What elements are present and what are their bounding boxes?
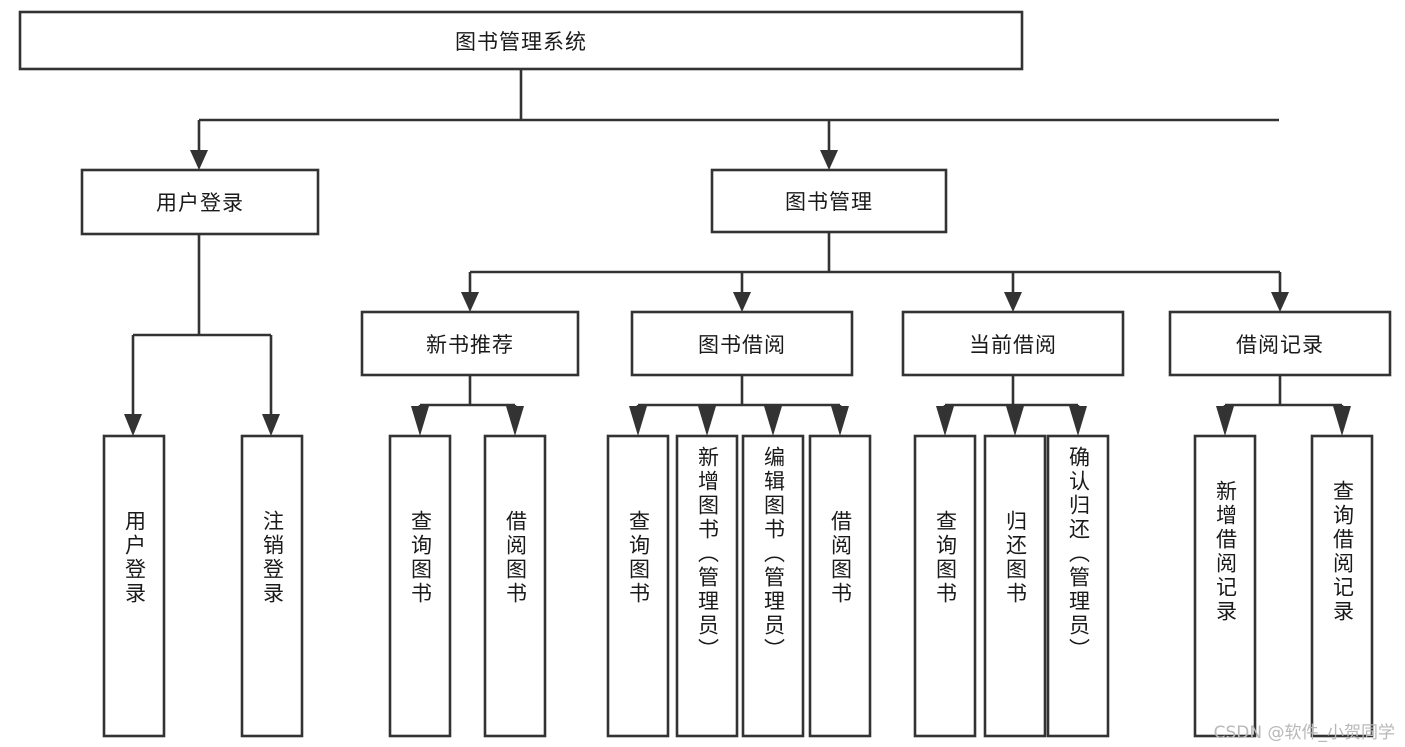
connector-root-to-level2 (197, 69, 1279, 152)
arrow-head-leaf-query-book-1 (411, 406, 429, 436)
arrow-head-to-user-login (190, 150, 208, 170)
arrow-head-to-current-borrow (1004, 292, 1022, 312)
node-box-leaf-add-book[interactable] (675, 434, 739, 738)
connector-borrow-record-to-leaves (1223, 375, 1344, 418)
arrow-head-leaf-confirm-return (1069, 406, 1087, 436)
connector-book-manage-to-level3 (468, 232, 1282, 294)
node-box-book-borrow[interactable] (630, 310, 854, 377)
arrow-head-to-borrow-record (1271, 292, 1289, 312)
node-box-leaf-query-book-1[interactable] (388, 434, 452, 738)
node-box-borrow-record[interactable] (1168, 310, 1392, 377)
arrow-head-leaf-logout-login (262, 414, 280, 436)
node-box-root[interactable] (18, 10, 1024, 71)
arrow-head-to-new-book-recommend (461, 292, 479, 312)
arrow-head-to-book-manage (820, 150, 838, 170)
node-box-leaf-user-login[interactable] (102, 434, 166, 738)
arrow-head-leaf-user-login (124, 414, 142, 436)
node-box-user-login[interactable] (80, 168, 320, 236)
node-box-leaf-query-record[interactable] (1310, 434, 1374, 738)
arrow-head-to-book-borrow (733, 292, 751, 312)
node-box-new-book-recommend[interactable] (360, 310, 580, 377)
arrow-head-leaf-return-book (1006, 406, 1024, 436)
node-box-leaf-query-book-2[interactable] (606, 434, 670, 738)
arrow-head-leaf-add-book (698, 406, 716, 436)
arrow-head-leaf-borrow-book-1 (506, 406, 524, 436)
connector-book-borrow-to-leaves (636, 375, 842, 418)
arrow-head-leaf-query-book-3 (936, 406, 954, 436)
node-box-leaf-borrow-book-2[interactable] (808, 434, 872, 738)
node-box-leaf-logout-login[interactable] (240, 434, 304, 738)
arrow-head-leaf-edit-book (764, 406, 782, 436)
node-box-leaf-confirm-return[interactable] (1046, 434, 1110, 738)
node-box-leaf-add-record[interactable] (1193, 434, 1257, 738)
arrow-head-leaf-add-record (1216, 406, 1234, 436)
node-box-leaf-return-book[interactable] (983, 434, 1047, 738)
node-box-leaf-borrow-book-1[interactable] (483, 434, 547, 738)
arrow-head-leaf-query-book-2 (629, 406, 647, 436)
node-box-current-borrow[interactable] (901, 310, 1125, 377)
node-box-book-manage[interactable] (710, 168, 948, 234)
node-box-leaf-query-book-3[interactable] (913, 434, 977, 738)
connector-user-login-to-leaves (131, 234, 273, 418)
arrow-head-leaf-borrow-book-2 (831, 406, 849, 436)
arrow-head-leaf-query-record (1333, 406, 1351, 436)
connector-new-book-recommend-to-leaves (418, 375, 517, 418)
node-box-leaf-edit-book[interactable] (741, 434, 805, 738)
